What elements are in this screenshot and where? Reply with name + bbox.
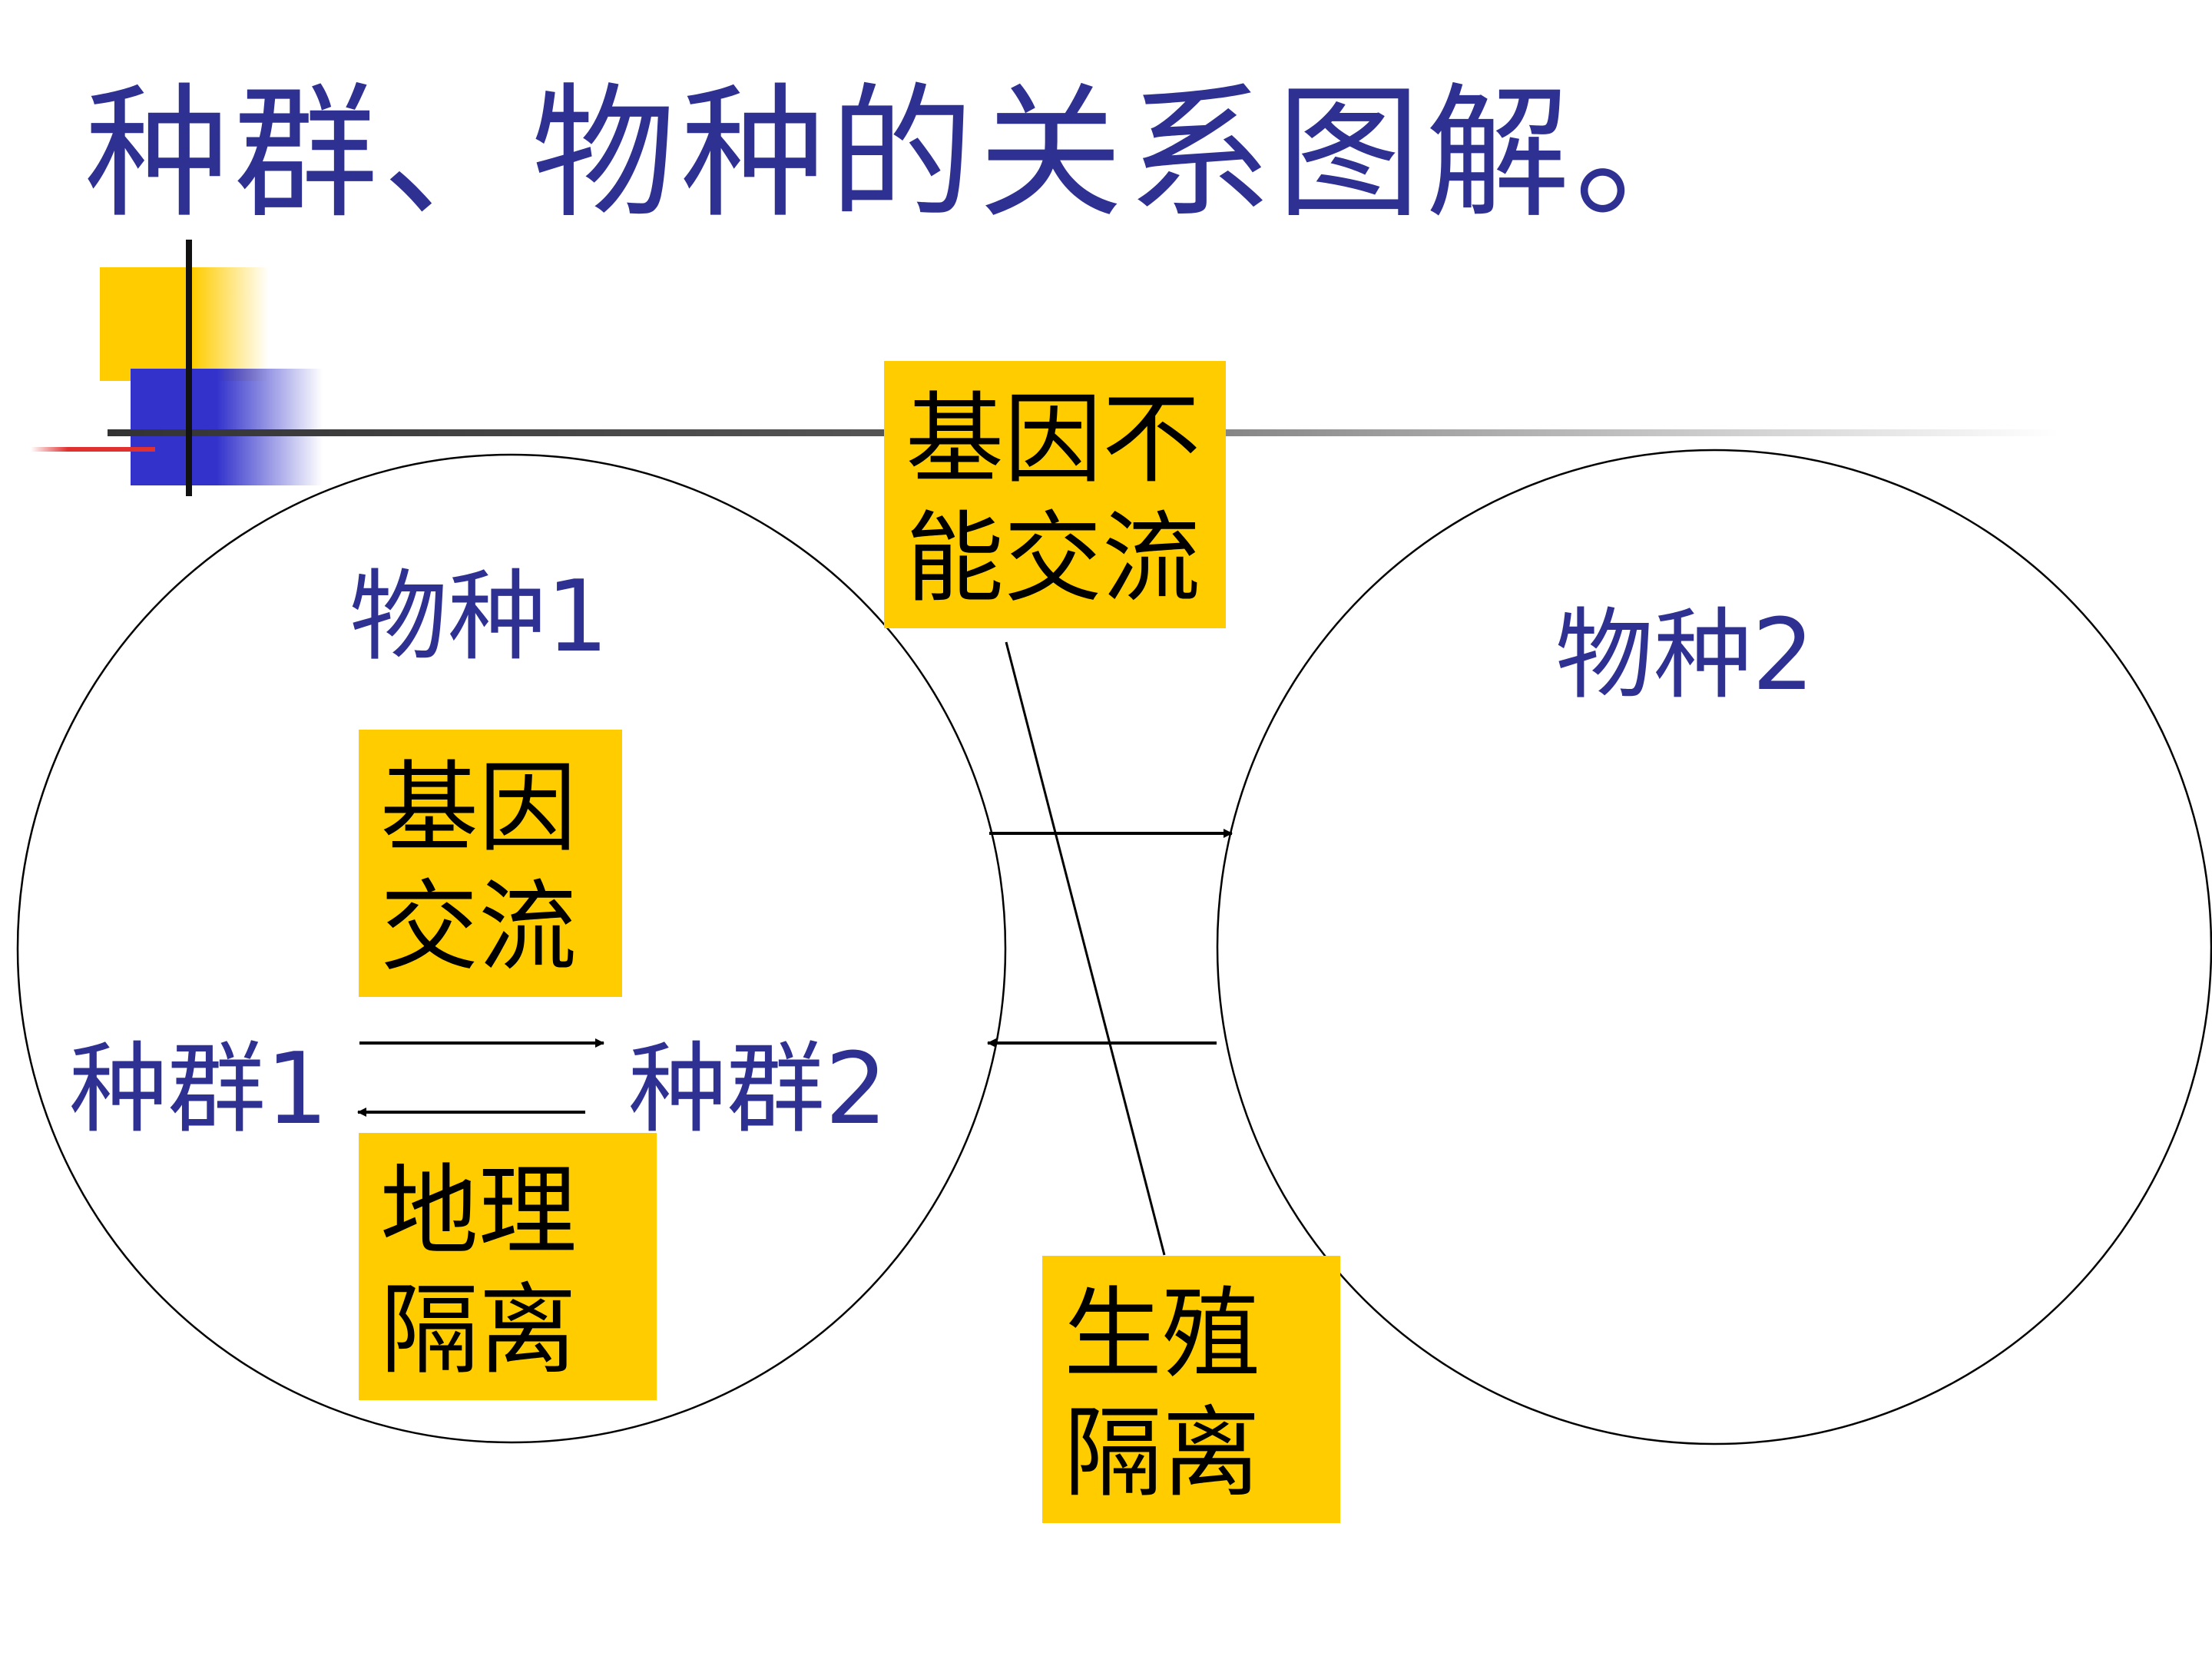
population-2-label: 种群2 [628, 1032, 888, 1147]
no-gene-flow-line-1: 基因不 [906, 382, 1201, 497]
gene-flow-box: 基因 交流 [359, 730, 622, 997]
deco-vertical-rule [186, 240, 192, 496]
deco-blue-square [131, 369, 323, 485]
species-1-label: 物种1 [349, 560, 609, 674]
reproductive-isolation-line-2: 隔离 [1064, 1396, 1261, 1511]
separation-line [1005, 641, 1166, 1256]
gene-flow-line-2: 交流 [380, 870, 578, 985]
no-gene-flow-line-2: 能交流 [906, 502, 1201, 616]
deco-yellow-square [100, 267, 269, 381]
population-1-label: 种群1 [69, 1032, 329, 1147]
species-1-circle [16, 453, 1007, 1444]
species-2-label: 物种2 [1555, 598, 1815, 713]
page-title: 种群、物种的关系图解。 [84, 70, 1724, 238]
no-gene-flow-box: 基因不 能交流 [884, 361, 1226, 628]
gene-flow-line-1: 基因 [380, 751, 578, 866]
reproductive-isolation-box: 生殖 隔离 [1042, 1256, 1340, 1523]
geographic-isolation-line-1: 地理 [380, 1154, 578, 1269]
geographic-isolation-line-2: 隔离 [380, 1273, 578, 1388]
deco-red-stroke [31, 447, 155, 452]
species-2-circle [1216, 449, 2212, 1445]
geographic-isolation-box: 地理 隔离 [359, 1133, 657, 1400]
reproductive-isolation-line-1: 生殖 [1064, 1277, 1261, 1392]
